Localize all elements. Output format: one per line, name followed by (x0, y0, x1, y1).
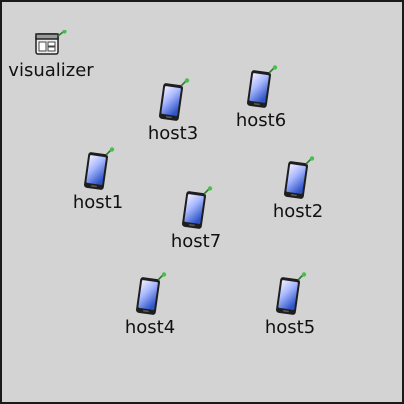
host-node-host5[interactable]: host5 (245, 272, 335, 338)
host-label: host5 (264, 317, 316, 338)
visualizer-window-icon (34, 30, 68, 58)
mobile-phone-icon (244, 65, 278, 109)
host-node-host3[interactable]: host3 (128, 78, 218, 144)
host-label: host1 (72, 192, 124, 213)
host-label: host6 (235, 110, 287, 131)
host-node-host7[interactable]: host7 (151, 186, 241, 252)
host-node-host6[interactable]: host6 (216, 65, 306, 131)
host-node-host1[interactable]: host1 (53, 147, 143, 213)
mobile-phone-icon (156, 78, 190, 122)
host-label: host7 (170, 231, 222, 252)
host-label: host3 (147, 123, 199, 144)
visualizer-label: visualizer (8, 60, 94, 81)
visualizer-node[interactable]: visualizer (6, 30, 96, 81)
host-node-host2[interactable]: host2 (253, 156, 343, 222)
host-node-host4[interactable]: host4 (105, 272, 195, 338)
mobile-phone-icon (281, 156, 315, 200)
mobile-phone-icon (81, 147, 115, 191)
host-label: host4 (124, 317, 176, 338)
mobile-phone-icon (179, 186, 213, 230)
mobile-phone-icon (133, 272, 167, 316)
mobile-phone-icon (273, 272, 307, 316)
host-label: host2 (272, 201, 324, 222)
